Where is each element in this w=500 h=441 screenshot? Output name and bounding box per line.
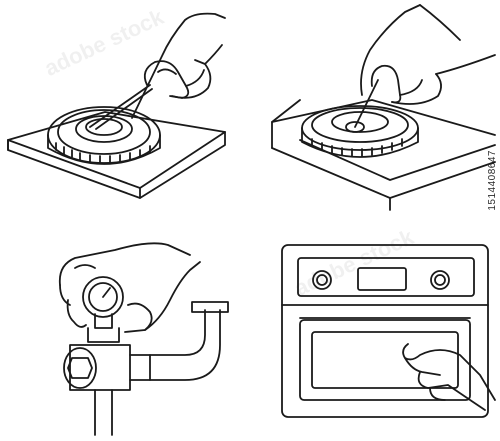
gas-burner-with-hand-needle-icon bbox=[7, 12, 226, 199]
stock-id-watermark: 1514408647 bbox=[487, 150, 498, 211]
oven-with-hand-pressing-button-icon bbox=[281, 244, 496, 418]
gas-burner-cap-with-hand-pin-icon bbox=[271, 4, 496, 211]
hand-on-gas-valve-gauge-icon bbox=[58, 242, 229, 436]
